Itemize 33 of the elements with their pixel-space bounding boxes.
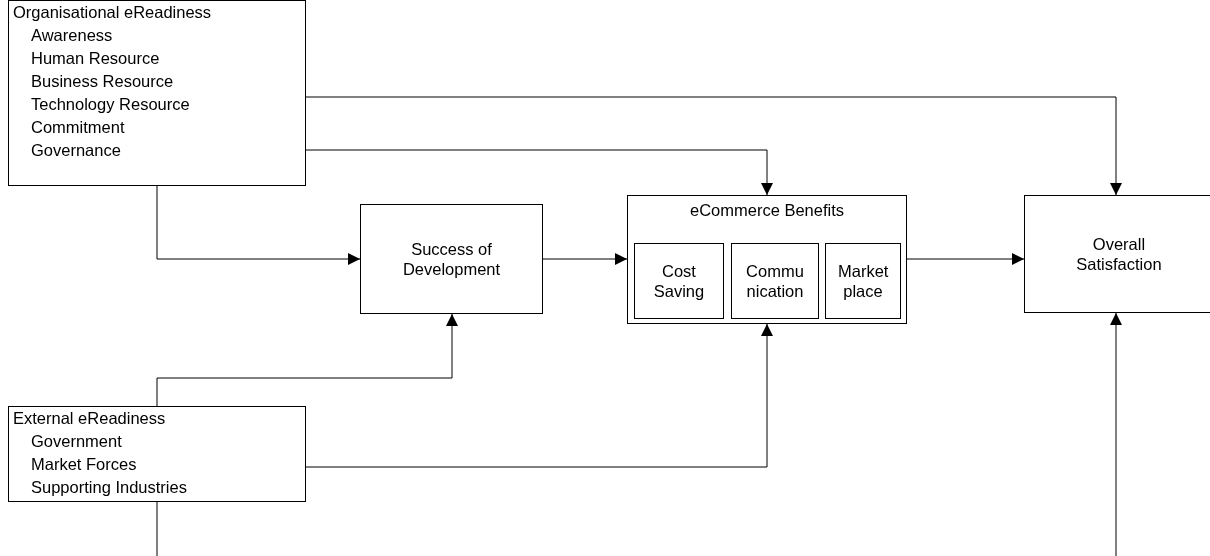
- construct-box: [825, 243, 901, 319]
- construct-box: [360, 204, 543, 314]
- arrow: [156, 312, 1122, 556]
- construct-box: [1024, 195, 1210, 313]
- arrow: [156, 185, 361, 265]
- arrow: [305, 323, 773, 468]
- box-label: Overall Satisfaction: [1075, 234, 1163, 274]
- box-label: Cost Saving: [652, 261, 706, 301]
- factor-item: Technology Resource: [30, 94, 190, 115]
- factor-item: Governance: [30, 140, 121, 161]
- arrow: [305, 96, 1122, 196]
- construct-box: [634, 243, 724, 319]
- factor-list-box: [8, 0, 306, 186]
- arrow: [305, 149, 773, 196]
- factor-list-box: [8, 406, 306, 502]
- box-label: Market place: [838, 261, 888, 301]
- arrow: [156, 313, 458, 407]
- factor-item: Human Resource: [30, 48, 160, 69]
- factor-item: Business Resource: [30, 71, 174, 92]
- construct-box: [731, 243, 819, 319]
- factor-item: Market Forces: [30, 454, 137, 475]
- box-label: Commu nication: [745, 261, 805, 301]
- box-label: Success of Development: [401, 239, 502, 279]
- factor-item: Awareness: [30, 25, 113, 46]
- arrow: [906, 253, 1025, 265]
- factor-item: Government: [30, 431, 122, 452]
- box-heading: External eReadiness: [13, 408, 166, 429]
- arrow: [542, 253, 628, 265]
- group-heading: eCommerce Benefits: [689, 200, 845, 220]
- group-box: [627, 195, 907, 324]
- factor-item: Commitment: [30, 117, 125, 138]
- factor-item: Supporting Industries: [30, 477, 187, 498]
- box-heading: Organisational eReadiness: [13, 2, 212, 23]
